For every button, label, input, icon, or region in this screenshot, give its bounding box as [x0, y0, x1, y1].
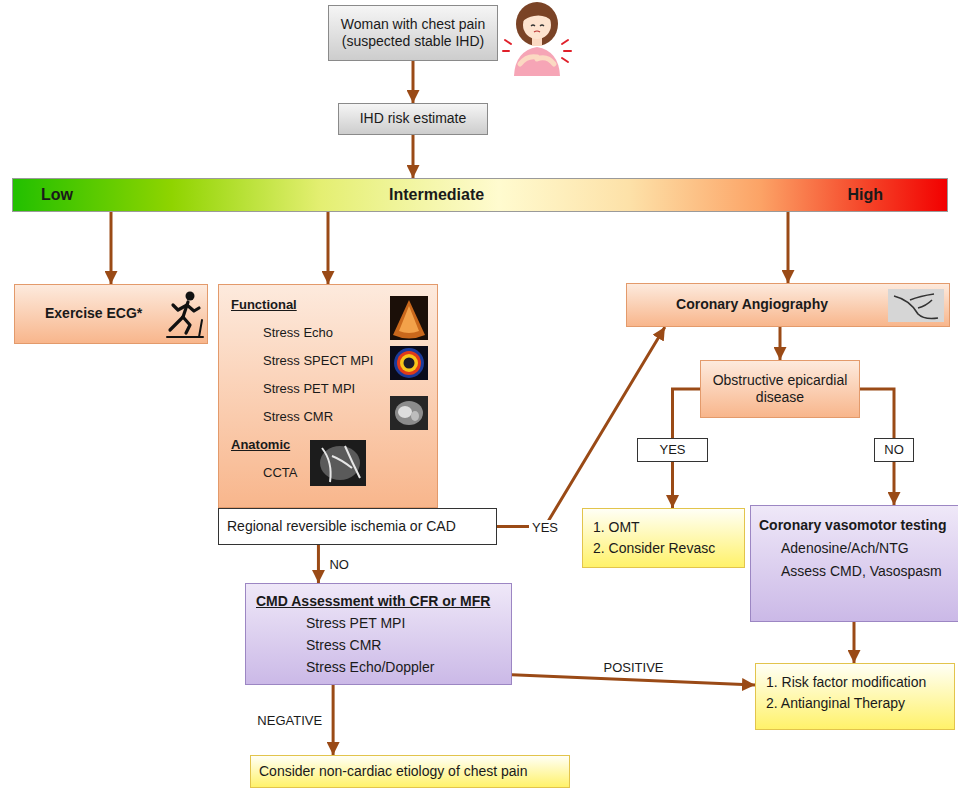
ccta-image: [310, 440, 366, 486]
flow-arrow: [860, 389, 894, 438]
node-text: YES: [659, 442, 685, 458]
flow-arrow: [671, 462, 674, 508]
decision-box: Regional reversible ischemia or CAD: [218, 508, 497, 545]
node-text: Stress PET MPI: [219, 375, 437, 403]
node-text: 2. Antianginal Therapy: [766, 693, 944, 714]
edge-label-anchor: POSITIVE: [601, 658, 667, 676]
treatment-box: 1. Risk factor modification2. Antiangina…: [755, 663, 955, 730]
spect-image: [390, 346, 428, 380]
flow-arrow: [893, 462, 896, 505]
edge-label-anchor: NO: [326, 555, 352, 573]
woman-illustration: [503, 2, 571, 76]
stress-echo-image: [390, 296, 428, 340]
start-box: Woman with chest pain (suspected stable …: [328, 5, 498, 61]
answer-box: NO: [874, 438, 914, 462]
node-text: Intermediate: [389, 185, 484, 205]
node-text: Assess CMD, Vasospasm: [759, 560, 952, 583]
edge-label: NO: [326, 557, 352, 572]
flow-arrow: [853, 622, 856, 663]
node-text: Stress Echo: [219, 319, 437, 347]
runner-icon: [167, 292, 203, 338]
node-text: Stress Echo/Doppler: [256, 656, 501, 678]
node-text: 1. OMT: [593, 517, 734, 538]
node-text: Obstructive epicardial disease: [711, 372, 849, 407]
node-text: CCTA: [219, 459, 437, 487]
test-box: Exercise ECG*: [14, 284, 208, 344]
angiography-image: [888, 289, 944, 322]
procedure-box: Coronary Angiography: [626, 283, 950, 327]
node-text: Stress SPECT MPI: [219, 347, 437, 375]
node-text: High: [847, 185, 883, 205]
node-text: IHD risk estimate: [360, 110, 467, 128]
node-text: Regional reversible ischemia or CAD: [227, 518, 456, 536]
assessment-box: CMD Assessment with CFR or MFRStress PET…: [245, 583, 512, 685]
node-text: NO: [884, 442, 904, 458]
flow-arrow: [779, 327, 782, 360]
decision-box: Obstructive epicardial disease: [700, 360, 860, 418]
risk-band: Low Intermediate High: [12, 178, 948, 212]
edge-label-anchor: NEGATIVE: [254, 711, 325, 729]
flow-arrow: [332, 685, 335, 755]
node-text: Anatomic: [219, 431, 437, 459]
treatment-box: 1. OMT2. Consider Revasc: [582, 508, 745, 568]
flow-arrow: [327, 212, 330, 284]
node-text: Coronary Angiography: [676, 296, 828, 314]
node-text: Stress PET MPI: [256, 612, 501, 634]
edge-label-anchor: YES: [529, 518, 561, 536]
node-text: Woman with chest pain (suspected stable …: [337, 16, 489, 51]
node-text: Low: [41, 185, 73, 205]
testing-box: Coronary vasomotor testingAdenosine/Ach/…: [750, 505, 958, 622]
edge-label: NEGATIVE: [254, 713, 325, 728]
flow-arrow: [787, 212, 790, 283]
node-text: Stress CMR: [219, 403, 437, 431]
connector-group: [111, 61, 894, 755]
flow-arrow: [497, 327, 665, 527]
flow-arrow: [412, 61, 415, 103]
node-text: Consider non-cardiac etiology of chest p…: [259, 763, 528, 781]
node-text: 1. Risk factor modification: [766, 672, 944, 693]
cmr-image: [390, 396, 428, 430]
node-text: 2. Consider Revasc: [593, 538, 734, 559]
answer-box: YES: [637, 438, 708, 462]
outcome-box: Consider non-cardiac etiology of chest p…: [250, 755, 570, 788]
edge-label: YES: [529, 520, 561, 535]
flow-arrow: [412, 135, 415, 178]
process-box: IHD risk estimate: [338, 103, 488, 135]
flow-arrow: [512, 675, 755, 685]
node-text: Coronary vasomotor testing: [759, 514, 952, 537]
node-text: Stress CMR: [256, 634, 501, 656]
node-text: CMD Assessment with CFR or MFR: [256, 590, 501, 612]
flow-arrow: [673, 389, 701, 438]
node-text: Exercise ECG*: [45, 305, 142, 323]
edge-label: POSITIVE: [601, 660, 667, 675]
flow-arrow: [110, 212, 113, 284]
flow-arrow: [317, 545, 320, 583]
node-text: Adenosine/Ach/NTG: [759, 537, 952, 560]
test-options-box: FunctionalStress EchoStress SPECT MPIStr…: [218, 284, 438, 508]
node-text: Functional: [219, 291, 437, 319]
